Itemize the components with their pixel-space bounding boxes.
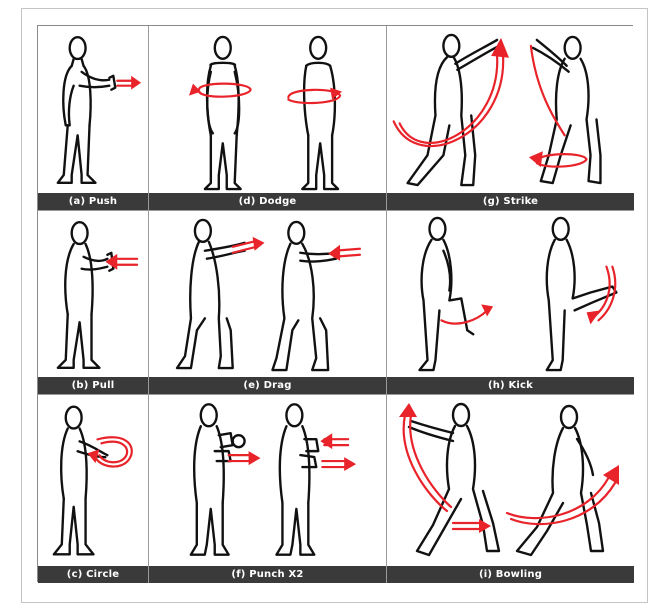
push-figure xyxy=(58,37,115,183)
panel-bowling: (i) Bowling xyxy=(387,395,634,583)
pull-illustration xyxy=(38,211,148,377)
drag-figure-right xyxy=(272,222,336,370)
push-illustration xyxy=(38,26,148,193)
panel-caption: (d) Dodge xyxy=(149,193,386,210)
dodge-figure-right xyxy=(302,37,338,189)
drag-illustration xyxy=(149,211,386,377)
punch-figure-right xyxy=(276,404,318,554)
kick-figure-left xyxy=(420,218,474,370)
kick-illustration xyxy=(387,211,634,377)
circle-arrow xyxy=(88,437,132,466)
dodge-illustration xyxy=(149,26,386,193)
panel-caption: (f) Punch X2 xyxy=(149,566,386,583)
punch-arrow-left xyxy=(229,451,261,465)
push-arrow xyxy=(117,76,141,90)
kick-figure-right xyxy=(547,218,617,370)
punch-illustration xyxy=(149,395,386,566)
panel-dodge: (d) Dodge xyxy=(149,26,387,211)
drag-arrow-left xyxy=(233,237,265,253)
panel-punch-x2: (f) Punch X2 xyxy=(149,395,387,583)
strike-arrow-left xyxy=(394,38,509,146)
dodge-figure-left xyxy=(205,37,241,189)
dodge-arrow-right xyxy=(288,88,342,103)
panel-caption: (i) Bowling xyxy=(387,566,634,583)
panel-circle: (c) Circle xyxy=(38,395,149,583)
dodge-arrow-left xyxy=(189,84,251,97)
panel-caption: (c) Circle xyxy=(38,566,148,583)
panel-kick: (h) Kick xyxy=(387,211,634,395)
bowling-figure-left xyxy=(409,404,499,555)
panel-push: (a) Push xyxy=(38,26,149,211)
bowling-illustration xyxy=(387,395,634,566)
strike-figure-left xyxy=(408,35,499,185)
circle-illustration xyxy=(38,395,148,566)
circle-figure xyxy=(54,407,108,555)
strike-illustration xyxy=(387,26,634,193)
punch-arrow-right xyxy=(320,433,356,471)
bowling-figure-right xyxy=(517,406,603,555)
panel-strike: (g) Strike xyxy=(387,26,634,211)
panel-caption: (g) Strike xyxy=(387,193,634,210)
panel-drag: (e) Drag xyxy=(149,211,387,395)
panel-caption: (a) Push xyxy=(38,193,148,210)
panel-caption: (b) Pull xyxy=(38,377,148,394)
pull-figure xyxy=(58,222,113,368)
bowling-arrow-right xyxy=(507,465,619,524)
panel-caption: (e) Drag xyxy=(149,377,386,394)
panel-pull: (b) Pull xyxy=(38,211,149,395)
kick-arrow-left xyxy=(441,304,493,323)
panel-caption: (h) Kick xyxy=(387,377,634,394)
pull-arrow xyxy=(105,254,137,270)
drag-figure-left xyxy=(177,220,245,368)
strike-figure-right xyxy=(533,37,601,183)
gesture-grid: (a) Push xyxy=(37,25,633,582)
punch-figure-left xyxy=(191,404,245,554)
